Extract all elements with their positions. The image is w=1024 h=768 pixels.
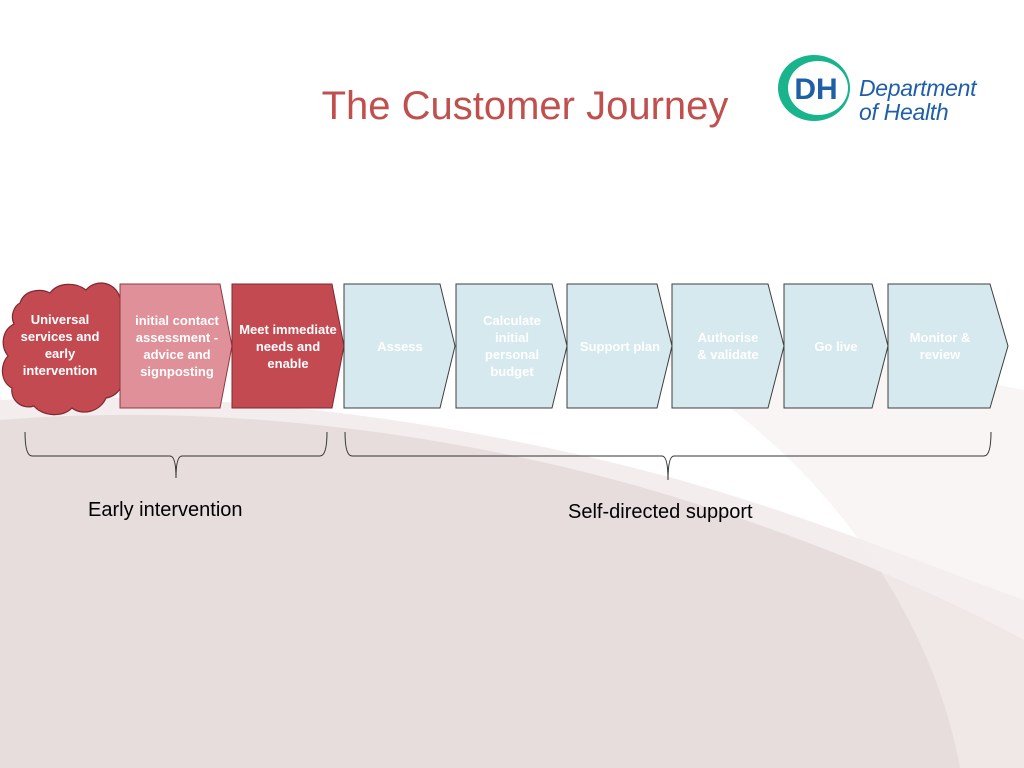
step-label-monitor-review: Monitor & review (909, 330, 971, 362)
step-arrow-3 (343, 283, 456, 409)
step-label-calculate-budget: Calculate initial personal budget (483, 313, 541, 379)
step-arrow-8 (887, 283, 1009, 409)
early-intervention-brace (24, 431, 328, 479)
logo-mark-text: DH (794, 73, 837, 106)
step-arrow-2 (231, 283, 345, 409)
step-label-meet-needs: Meet immediate needs and enable (239, 321, 337, 371)
self-directed-support-brace (344, 431, 992, 481)
step-label-go-live: Go live (814, 338, 858, 354)
group-label-early-intervention: Early intervention (88, 499, 243, 521)
step-label-initial-contact: initial contact assessment - advice and … (135, 313, 219, 379)
step-label-assess: Assess (377, 338, 423, 354)
step-label-authorise-validate: Authorise & validate (697, 330, 759, 362)
logo-text-line2: of Health (859, 99, 949, 125)
step-arrow-6 (671, 283, 785, 409)
start-cloud-shape (1, 282, 132, 416)
step-arrow-5 (566, 283, 673, 409)
dh-logo-icon: DH (778, 55, 850, 121)
step-arrow-7 (783, 283, 889, 409)
start-cloud-label: Universal services and early interventio… (20, 312, 100, 378)
step-label-support-plan: Support plan (579, 338, 661, 354)
page-title: The Customer Journey (321, 84, 729, 128)
group-label-self-directed-support: Self-directed support (568, 501, 753, 523)
logo-text-line1: Department (859, 75, 977, 101)
step-arrow-1 (119, 283, 233, 409)
department-of-health-logo: DH Department of Health (776, 52, 996, 130)
step-arrow-4 (455, 283, 568, 409)
